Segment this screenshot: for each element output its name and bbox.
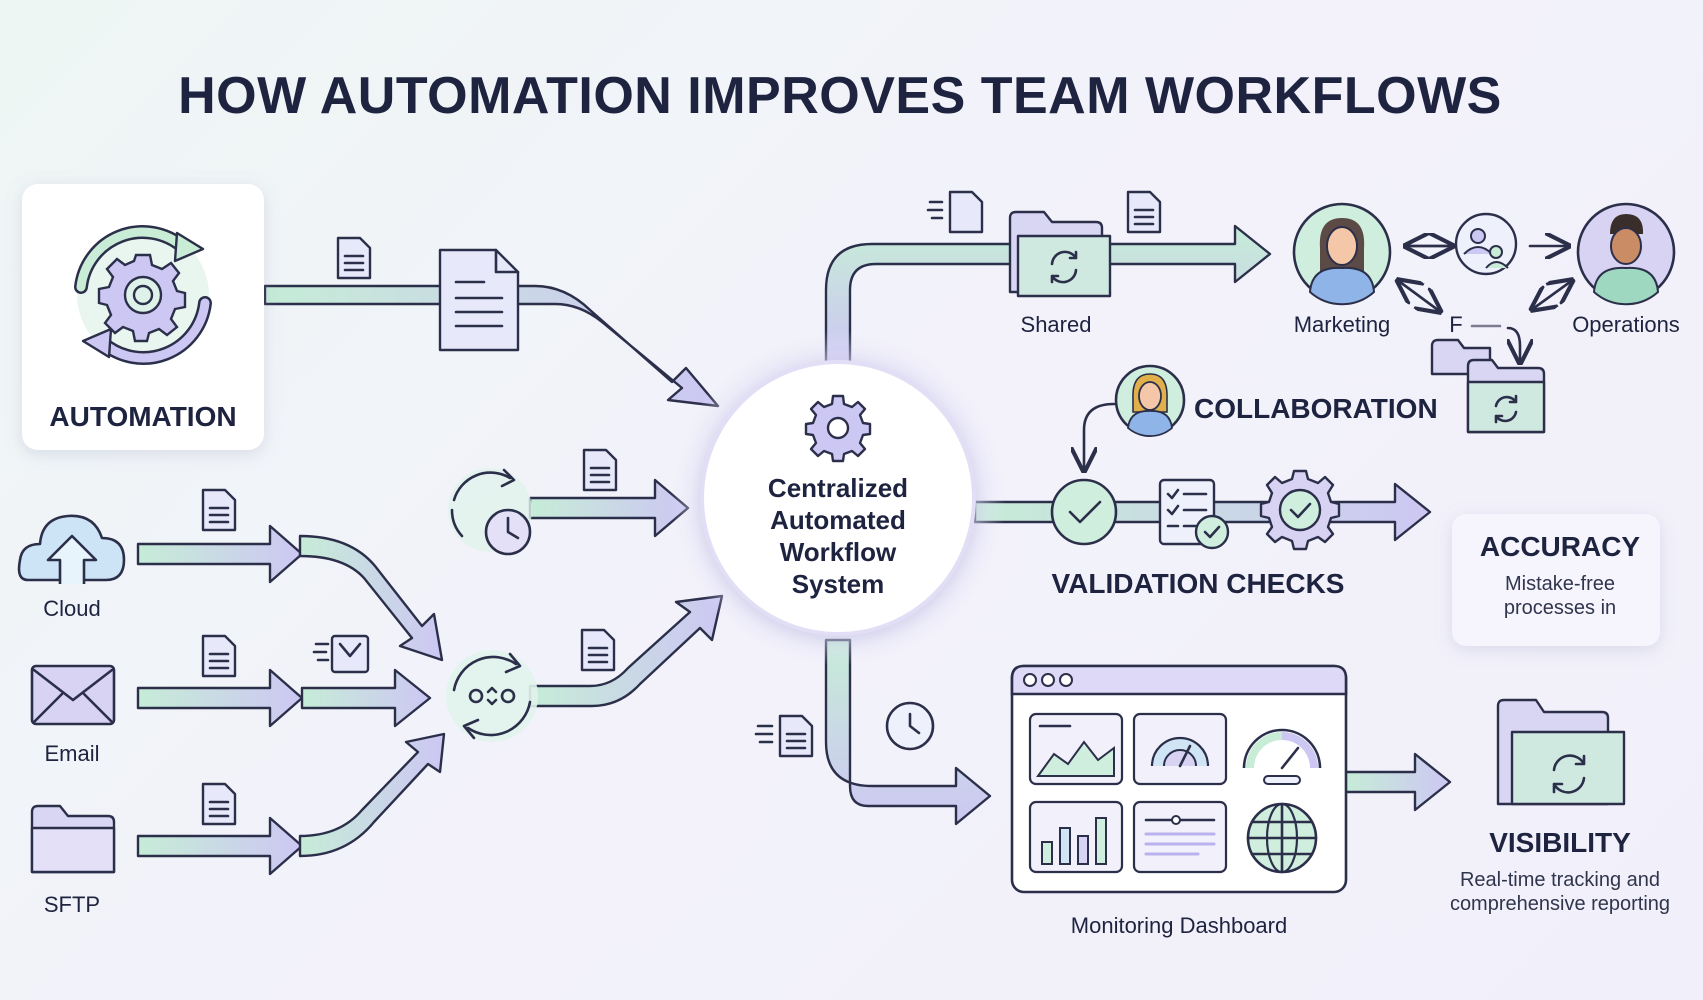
accuracy-title: ACCURACY (1480, 531, 1641, 562)
document-icon (1126, 190, 1162, 234)
arrow-automation-to-center (263, 284, 720, 408)
arrow-email-to-hub-2 (300, 668, 432, 728)
document-icon (438, 248, 520, 352)
visibility-line-2: comprehensive reporting (1450, 893, 1670, 915)
source-cloud: Cloud (17, 514, 126, 621)
speedometer-icon (1242, 728, 1322, 785)
operations-label: Operations (1572, 312, 1680, 337)
bar-chart-widget (1028, 800, 1124, 874)
folder-sync-icon (1496, 698, 1626, 806)
center-line-1: Centralized (768, 473, 908, 503)
source-sftp: SFTP (30, 804, 116, 917)
monitoring-dashboard (1010, 664, 1348, 894)
arrow-cloud-to-hub (136, 524, 304, 584)
checklist-icon (1158, 478, 1230, 550)
list-widget (1132, 800, 1228, 874)
timer-doc-icon (312, 634, 370, 674)
collaboration-label: COLLABORATION (1194, 393, 1438, 424)
sync-hub-icon (446, 650, 538, 742)
arrow-sftp-to-hub (136, 816, 304, 876)
dashboard-label: Monitoring Dashboard (1071, 913, 1287, 938)
person-avatar-icon (1576, 202, 1676, 306)
folder-stack-icon (1430, 338, 1546, 434)
accuracy-line-2: processes in (1504, 597, 1616, 619)
visibility-section: VISIBILITY Real-time tracking and compre… (1450, 698, 1670, 915)
gear-cycle-icon (74, 225, 212, 365)
marketing-label: Marketing (1294, 312, 1391, 337)
source-email: Email (30, 664, 116, 766)
arrow-clock-to-center (528, 478, 690, 538)
arrow-cloud-curve (298, 534, 444, 662)
arrow-hub-to-center (528, 594, 724, 708)
central-system-node: Centralized Automated Workflow System (670, 330, 1006, 666)
flow-arrows (136, 224, 1452, 876)
doc-stream-icon (754, 714, 814, 758)
arrow-sftp-curve (298, 732, 446, 858)
team-partial-label: F (1449, 312, 1462, 337)
validation-section: VALIDATION CHECKS (1050, 469, 1345, 599)
center-line-2: Automated (770, 505, 906, 535)
team-icon (1454, 212, 1518, 276)
page-title: HOW AUTOMATION IMPROVES TEAM WORKFLOWS (178, 67, 1502, 125)
gear-icon (804, 394, 872, 463)
badge-check-icon (1259, 469, 1341, 551)
team-operations: Operations (1572, 202, 1680, 337)
team-connector: F (1400, 212, 1570, 360)
automation-card: AUTOMATION (22, 184, 264, 450)
clock-cycle-icon (448, 468, 532, 556)
gauge-widget (1132, 712, 1228, 786)
email-label: Email (44, 741, 99, 766)
shared-folder: Shared (1008, 210, 1112, 337)
document-icon (201, 782, 237, 826)
clock-icon (885, 701, 935, 751)
visibility-title: VISIBILITY (1489, 827, 1631, 858)
arrow-email-to-hub (136, 668, 304, 728)
document-icon (582, 448, 618, 492)
arrow-center-to-shared (824, 224, 1272, 364)
cloud-upload-icon (17, 514, 126, 584)
accuracy-line-1: Mistake-free (1505, 573, 1615, 595)
document-icon (580, 628, 616, 672)
shared-label: Shared (1021, 312, 1092, 337)
line-chart-widget (1028, 712, 1124, 786)
sftp-label: SFTP (44, 892, 100, 917)
visibility-line-1: Real-time tracking and (1460, 869, 1660, 891)
center-line-3: Workflow (780, 537, 897, 567)
accuracy-card: ACCURACY Mistake-free processes in (1452, 514, 1660, 646)
team-marketing: Marketing (1292, 202, 1392, 337)
cloud-label: Cloud (43, 596, 100, 621)
arrow-dashboard-to-visibility (1343, 752, 1452, 812)
document-icon (201, 634, 237, 678)
globe-icon (1246, 802, 1318, 874)
collaboration-section: COLLABORATION (1084, 364, 1438, 468)
envelope-icon (30, 664, 116, 726)
folder-icon (30, 804, 116, 874)
doc-stream-icon (926, 190, 984, 234)
person-avatar-icon (1114, 364, 1186, 437)
folder-sync-icon (1008, 210, 1112, 298)
validation-label: VALIDATION CHECKS (1052, 568, 1345, 599)
center-line-4: System (792, 569, 885, 599)
document-icon (336, 236, 372, 280)
checkmark-icon (1050, 478, 1118, 546)
automation-label: AUTOMATION (49, 401, 236, 432)
person-avatar-icon (1292, 202, 1392, 306)
document-icon (201, 488, 237, 532)
